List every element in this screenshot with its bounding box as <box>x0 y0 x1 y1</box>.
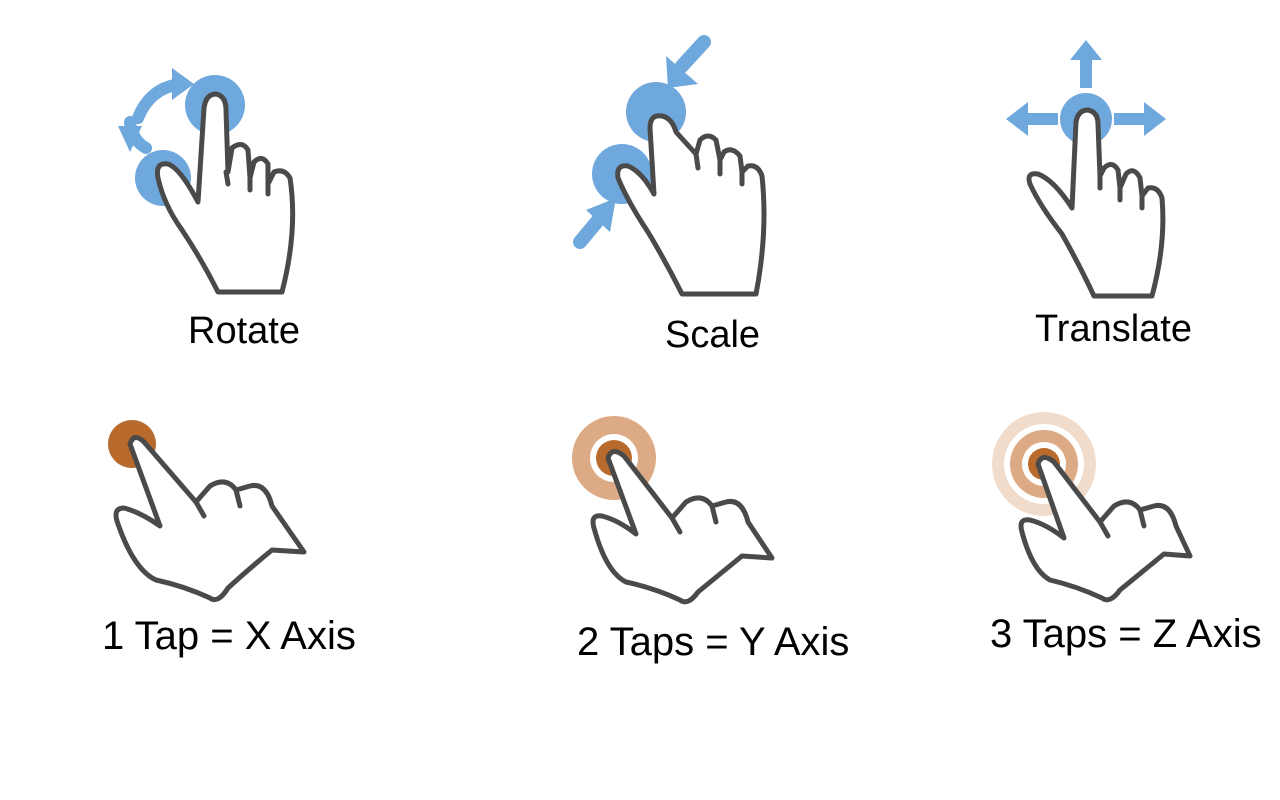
double-tap-label: 2 Taps = Y Axis <box>577 620 850 664</box>
translate-label: Translate <box>1035 308 1192 350</box>
rotate-gesture-icon <box>118 68 296 295</box>
rotate-gesture <box>110 60 310 300</box>
translate-gesture <box>1000 38 1180 299</box>
translate-gesture-icon <box>1006 40 1166 299</box>
rotate-label: Rotate <box>188 310 300 352</box>
triple-tap-icon <box>992 412 1193 603</box>
triple-tap-label: 3 Taps = Z Axis <box>990 612 1262 656</box>
scale-gesture-icon <box>573 35 767 297</box>
single-tap-icon <box>108 420 307 603</box>
single-tap-gesture <box>100 420 320 610</box>
scale-label: Scale <box>665 314 761 356</box>
double-tap-gesture <box>572 416 792 608</box>
triple-tap-gesture <box>992 412 1212 610</box>
double-tap-icon <box>572 416 775 605</box>
single-tap-label: 1 Tap = X Axis <box>102 614 356 658</box>
scale-gesture <box>570 35 780 297</box>
